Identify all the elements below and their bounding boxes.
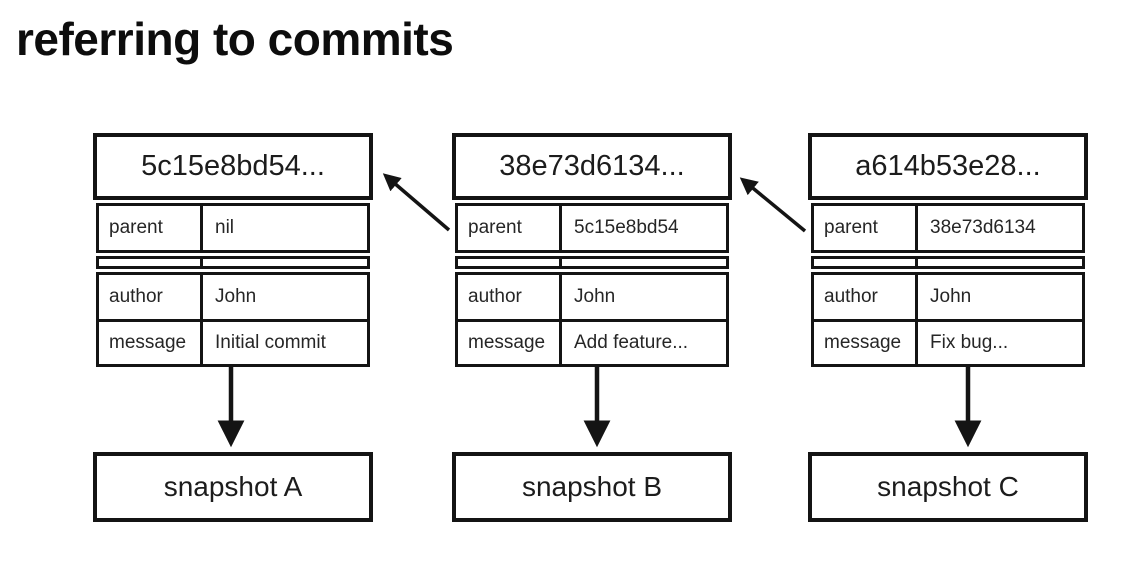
commit-1-table: parent nil author John message Initial c… xyxy=(96,203,370,367)
field-value: John xyxy=(930,286,972,307)
field-label: message xyxy=(99,322,203,364)
snapshot-box-a: snapshot A xyxy=(93,452,373,522)
field-value: Add feature... xyxy=(574,332,689,353)
page-title: referring to commits xyxy=(16,13,454,65)
field-label: message xyxy=(458,322,562,364)
field-value: 5c15e8bd54 xyxy=(574,217,679,238)
commit-box-2: 38e73d6134... parent 5c15e8bd54 author J… xyxy=(452,133,732,367)
field-value: Initial commit xyxy=(215,332,326,353)
commit-3-parent-row: parent 38e73d6134 xyxy=(811,203,1085,253)
field-value: John xyxy=(215,286,257,307)
field-label: author xyxy=(99,275,203,319)
commit-1-author-row: author John xyxy=(96,272,370,322)
field-label: author xyxy=(814,275,918,319)
field-value: John xyxy=(574,286,616,307)
commit-1-parent-row: parent nil xyxy=(96,203,370,253)
field-label: message xyxy=(814,322,918,364)
divider-row xyxy=(811,256,1085,269)
commit-box-3: a614b53e28... parent 38e73d6134 author J… xyxy=(808,133,1088,367)
divider-row xyxy=(455,256,729,269)
commit-2-author-row: author John xyxy=(455,272,729,322)
commit-3-author-row: author John xyxy=(811,272,1085,322)
field-value: 38e73d6134 xyxy=(930,217,1036,238)
field-value: Fix bug... xyxy=(930,332,1009,353)
field-label: parent xyxy=(99,206,203,250)
commit-3-hash: a614b53e28... xyxy=(808,133,1088,200)
commit-2-message-row: message Add feature... xyxy=(455,319,729,367)
commit-2-hash: 38e73d6134... xyxy=(452,133,732,200)
field-value: nil xyxy=(215,217,235,238)
parent-arrow-commit2-to-commit1 xyxy=(382,173,451,232)
commit-1-message-row: message Initial commit xyxy=(96,319,370,367)
commit-1-hash: 5c15e8bd54... xyxy=(93,133,373,200)
commit-2-table: parent 5c15e8bd54 author John message Ad… xyxy=(455,203,729,367)
field-label: parent xyxy=(814,206,918,250)
commit-2-parent-row: parent 5c15e8bd54 xyxy=(455,203,729,253)
divider-row xyxy=(96,256,370,269)
parent-arrow-commit3-to-commit2 xyxy=(739,177,807,233)
commit-3-table: parent 38e73d6134 author John message Fi… xyxy=(811,203,1085,367)
field-label: parent xyxy=(458,206,562,250)
snapshot-box-c: snapshot C xyxy=(808,452,1088,522)
snapshot-box-b: snapshot B xyxy=(452,452,732,522)
field-label: author xyxy=(458,275,562,319)
commit-3-message-row: message Fix bug... xyxy=(811,319,1085,367)
commit-box-1: 5c15e8bd54... parent nil author John mes… xyxy=(93,133,373,367)
